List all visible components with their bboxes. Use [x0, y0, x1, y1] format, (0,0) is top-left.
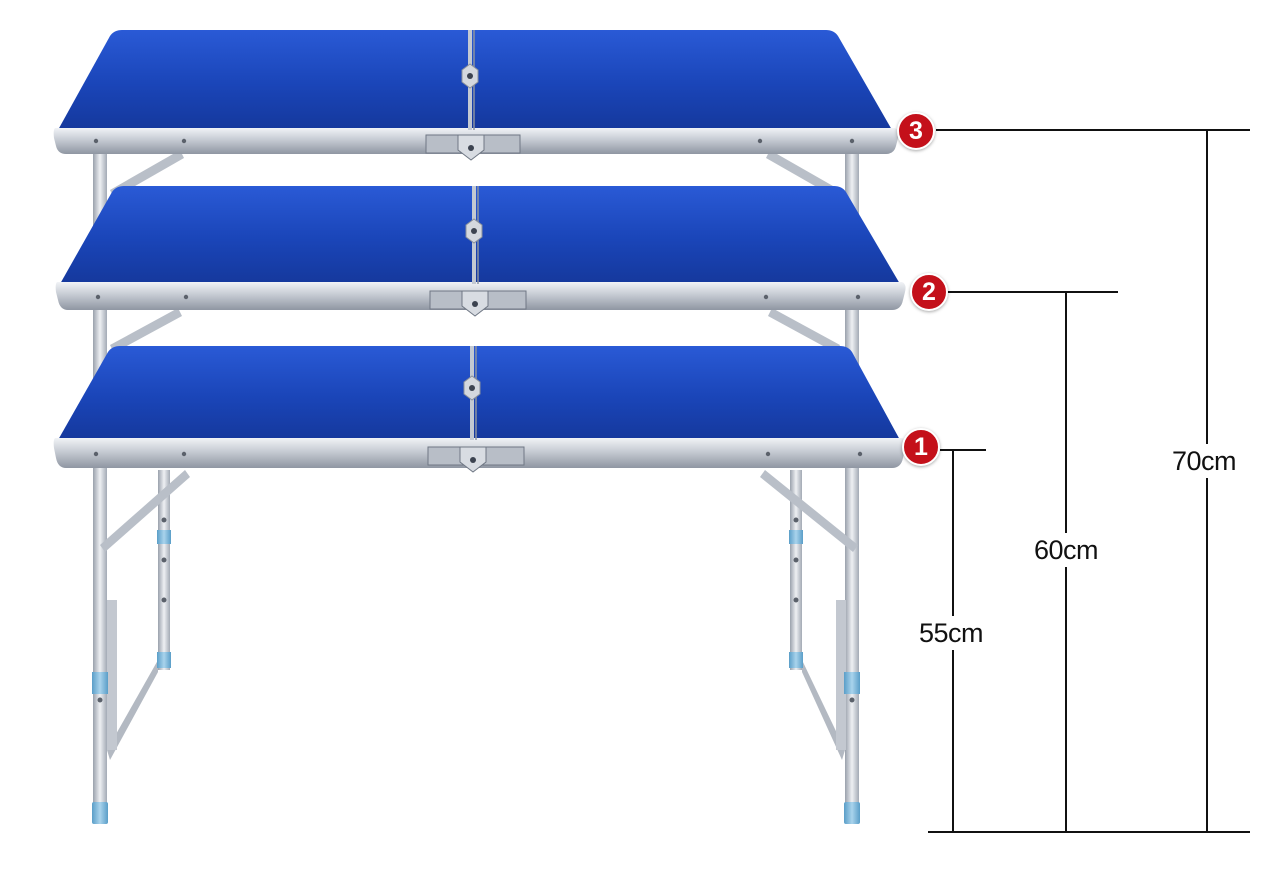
tabletop-level-2 — [55, 186, 906, 317]
collar-right-inner — [789, 530, 803, 544]
leg-frame-right — [802, 660, 845, 760]
brace-right-mid — [768, 308, 840, 353]
foot-cap-left — [92, 802, 108, 824]
dimension-lines — [928, 129, 1250, 833]
foot-cap-inner-right — [789, 652, 803, 668]
crossbar-right — [836, 600, 846, 750]
brace-left-mid — [110, 308, 182, 353]
leg-frame-left — [107, 660, 158, 760]
brace-left-low — [100, 470, 190, 552]
tabletop-level-3 — [53, 30, 899, 161]
level-badge-2: 2 — [910, 273, 948, 311]
height-label-60cm: 60cm — [1030, 533, 1103, 567]
collar-left-inner — [157, 530, 171, 544]
leg-inner-right — [790, 470, 802, 670]
leg-inner-left — [158, 470, 170, 670]
height-label-55cm: 55cm — [915, 616, 988, 650]
collar-left-outer — [92, 672, 108, 694]
brace-right-low — [760, 470, 858, 552]
crossbar-left — [107, 600, 117, 750]
foot-cap-right — [844, 802, 860, 824]
leg-back-right — [845, 150, 859, 820]
level-badge-1: 1 — [902, 428, 940, 466]
leg-back-left — [93, 150, 107, 820]
height-label-70cm: 70cm — [1168, 444, 1241, 478]
foot-cap-inner-left — [157, 652, 171, 668]
tabletop-level-1 — [53, 346, 906, 473]
collar-right-outer — [844, 672, 860, 694]
level-badge-3: 3 — [897, 112, 935, 150]
